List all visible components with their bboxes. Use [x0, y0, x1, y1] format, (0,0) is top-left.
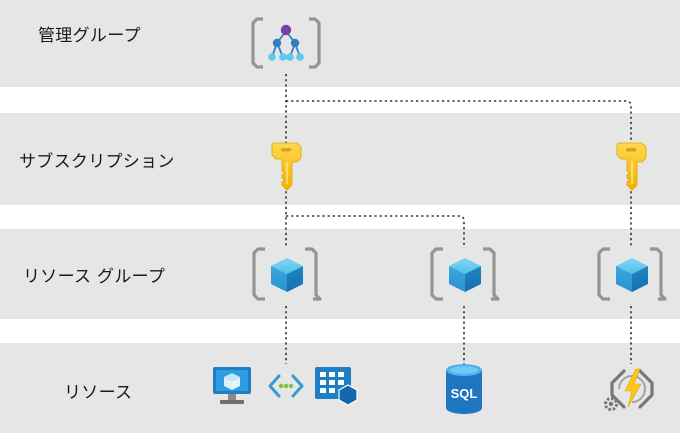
management-group-icon	[251, 17, 321, 69]
sql-label: SQL	[451, 386, 478, 401]
connector-sub1-to-rg2	[286, 215, 465, 248]
resource-group-cube-icon-2	[430, 247, 500, 301]
resource-group-cube-icon-1	[252, 247, 322, 301]
app-service-icon	[315, 367, 358, 406]
function-app-icon	[604, 368, 654, 411]
connector-lines	[285, 74, 632, 364]
band-management-group	[0, 0, 680, 87]
label-resource-group: リソース グループ	[23, 267, 166, 287]
virtual-machine-icon	[213, 367, 251, 404]
label-subscription: サブスクリプション	[19, 152, 175, 172]
subscription-key-icon-2	[616, 142, 647, 191]
label-resource: リソース	[64, 383, 133, 403]
sql-database-icon: SQL	[446, 364, 482, 414]
subscription-key-icon-1	[271, 142, 302, 191]
label-management-group: 管理グループ	[38, 26, 141, 46]
band-resource-group	[0, 229, 680, 319]
connector-mg-to-sub2	[286, 100, 632, 143]
resource-group-cube-icon-3	[597, 247, 667, 301]
virtual-network-icon	[268, 374, 304, 398]
band-subscription	[0, 113, 680, 205]
